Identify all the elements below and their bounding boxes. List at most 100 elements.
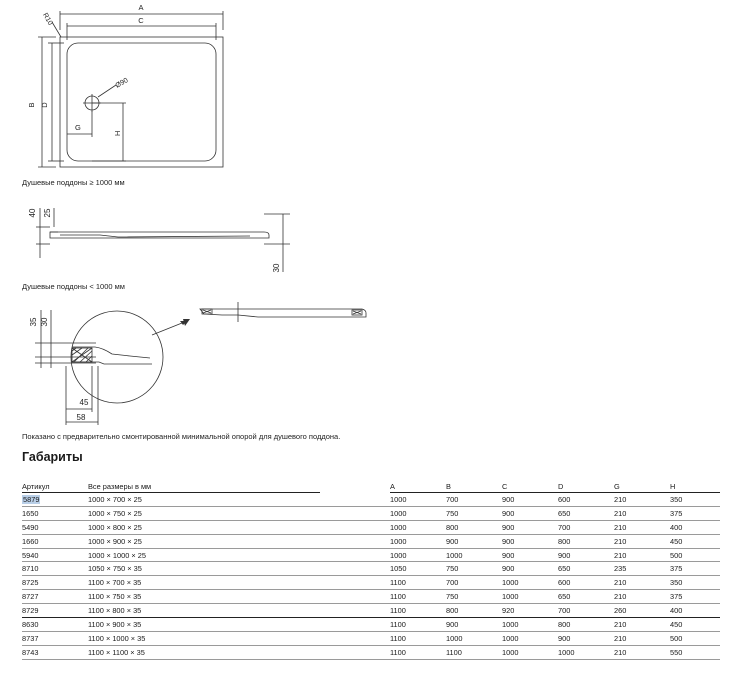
cell-a: 1100 bbox=[390, 589, 446, 605]
label-35: 35 bbox=[29, 317, 38, 326]
cell-b: 700 bbox=[446, 492, 502, 507]
cell-b: 1000 bbox=[446, 631, 502, 646]
cell-h: 500 bbox=[670, 548, 720, 563]
cell-article: 8743 bbox=[22, 645, 78, 660]
table-header-row: Артикул Все размеры в мм A B C D G H bbox=[22, 480, 720, 493]
technical-drawing: A C B D R10 Ø90 G H 40 25 30 35 30 45 58 bbox=[27, 3, 367, 425]
cell-g: 210 bbox=[614, 575, 670, 591]
label-b: B bbox=[27, 102, 36, 107]
cell-h: 400 bbox=[670, 520, 720, 535]
cell-sizes: 1000 × 1000 × 25 bbox=[88, 548, 320, 563]
cell-b: 700 bbox=[446, 575, 502, 591]
cell-d: 900 bbox=[558, 548, 614, 563]
cell-g: 260 bbox=[614, 603, 670, 619]
cell-sizes: 1100 × 750 × 35 bbox=[88, 589, 320, 605]
label-30: 30 bbox=[272, 263, 281, 272]
label-45: 45 bbox=[80, 398, 89, 407]
label-r10: R10 bbox=[41, 12, 54, 27]
col-header-sizes: Все размеры в мм bbox=[88, 480, 320, 493]
cell-c: 1000 bbox=[502, 589, 558, 605]
label-d: D bbox=[40, 102, 49, 108]
col-header-article: Артикул bbox=[22, 480, 78, 493]
caption-large-trays: Душевые поддоны ≥ 1000 мм bbox=[22, 178, 125, 187]
label-g: G bbox=[75, 123, 81, 132]
cell-g: 210 bbox=[614, 520, 670, 535]
dimensions-heading: Габариты bbox=[22, 450, 83, 464]
cell-d: 800 bbox=[558, 617, 614, 632]
cell-g: 210 bbox=[614, 506, 670, 521]
label-o90: Ø90 bbox=[115, 77, 130, 90]
cell-h: 400 bbox=[670, 603, 720, 619]
cell-c: 1000 bbox=[502, 645, 558, 660]
cell-d: 900 bbox=[558, 631, 614, 646]
cell-b: 900 bbox=[446, 534, 502, 549]
cell-d: 650 bbox=[558, 506, 614, 521]
mounting-note: Показано с предварительно смонтированной… bbox=[22, 432, 341, 441]
cell-b: 800 bbox=[446, 520, 502, 535]
cell-d: 700 bbox=[558, 520, 614, 535]
cell-b: 800 bbox=[446, 603, 502, 619]
cell-d: 1000 bbox=[558, 645, 614, 660]
cell-a: 1000 bbox=[390, 534, 446, 549]
cell-sizes: 1000 × 800 × 25 bbox=[88, 520, 320, 535]
label-h: H bbox=[113, 131, 122, 136]
cell-sizes: 1100 × 800 × 35 bbox=[88, 603, 320, 619]
cell-g: 235 bbox=[614, 561, 670, 577]
cell-d: 600 bbox=[558, 492, 614, 507]
label-58: 58 bbox=[77, 413, 86, 422]
cell-c: 900 bbox=[502, 506, 558, 521]
col-header-d: D bbox=[558, 480, 614, 493]
cell-h: 550 bbox=[670, 645, 720, 660]
cell-h: 375 bbox=[670, 561, 720, 577]
cell-b: 750 bbox=[446, 561, 502, 577]
cell-c: 900 bbox=[502, 561, 558, 577]
cell-article: 1650 bbox=[22, 506, 78, 521]
cell-d: 600 bbox=[558, 575, 614, 591]
cell-article: 8729 bbox=[22, 603, 78, 619]
cell-sizes: 1100 × 1000 × 35 bbox=[88, 631, 320, 646]
label-30b: 30 bbox=[40, 317, 49, 326]
label-40: 40 bbox=[28, 208, 37, 217]
cell-d: 650 bbox=[558, 589, 614, 605]
cell-b: 750 bbox=[446, 589, 502, 605]
cell-a: 1100 bbox=[390, 645, 446, 660]
cell-g: 210 bbox=[614, 645, 670, 660]
cell-g: 210 bbox=[614, 631, 670, 646]
cell-c: 900 bbox=[502, 548, 558, 563]
cell-h: 450 bbox=[670, 534, 720, 549]
cell-a: 1050 bbox=[390, 561, 446, 577]
cell-sizes: 1100 × 900 × 35 bbox=[88, 617, 320, 632]
cell-a: 1000 bbox=[390, 548, 446, 563]
cell-article: 8725 bbox=[22, 575, 78, 591]
detail-circle bbox=[70, 310, 164, 404]
cell-b: 750 bbox=[446, 506, 502, 521]
cell-h: 375 bbox=[670, 589, 720, 605]
col-header-c: C bbox=[502, 480, 558, 493]
cell-g: 210 bbox=[614, 534, 670, 549]
cell-c: 1000 bbox=[502, 617, 558, 632]
cell-c: 900 bbox=[502, 492, 558, 507]
cell-h: 500 bbox=[670, 631, 720, 646]
cell-b: 1100 bbox=[446, 645, 502, 660]
cell-sizes: 1000 × 900 × 25 bbox=[88, 534, 320, 549]
tray-outer-outline bbox=[59, 36, 224, 168]
label-a: A bbox=[138, 3, 143, 12]
cell-a: 1100 bbox=[390, 575, 446, 591]
cell-h: 350 bbox=[670, 575, 720, 591]
cell-g: 210 bbox=[614, 548, 670, 563]
cell-article: 8737 bbox=[22, 631, 78, 646]
cell-g: 210 bbox=[614, 492, 670, 507]
cell-a: 1100 bbox=[390, 617, 446, 632]
cell-c: 920 bbox=[502, 603, 558, 619]
cell-b: 1000 bbox=[446, 548, 502, 563]
col-header-h: H bbox=[670, 480, 720, 493]
